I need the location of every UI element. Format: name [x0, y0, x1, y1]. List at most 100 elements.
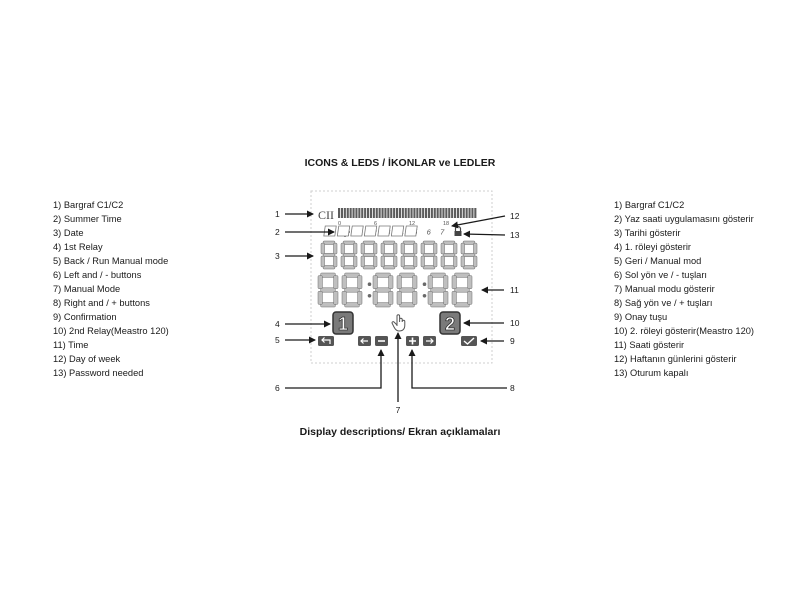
relay-1-indicator: 1 — [332, 311, 354, 335]
time-display — [317, 272, 473, 308]
callout-2: 2 — [275, 227, 280, 237]
legend-tr-item: 11) Saati gösterir — [614, 340, 685, 350]
legend-en-item: 5) Back / Run Manual mode — [53, 256, 169, 266]
bargraph-bar — [349, 208, 352, 218]
bargraph-bar — [430, 208, 433, 218]
legend-tr-item: 12) Haftanın günlerini gösterir — [614, 354, 737, 364]
bargraph-bar — [416, 208, 419, 218]
hand-icon — [391, 314, 406, 332]
diagram-caption: Display descriptions/ Ekran açıklamaları — [299, 426, 501, 438]
legend-tr-item: 4) 1. röleyi gösterir — [614, 242, 691, 252]
relay-1-number: 1 — [338, 314, 348, 334]
legend-tr-item: 5) Geri / Manual mod — [614, 256, 702, 266]
bargraph-bar — [372, 208, 375, 218]
bargraph-bar — [384, 208, 387, 218]
bargraph-bar — [451, 208, 454, 218]
day-box — [323, 225, 337, 237]
callout-7: 7 — [396, 405, 401, 415]
callout-4: 4 — [275, 319, 280, 329]
page-title: ICONS & LEDS / İKONLAR ve LEDLER — [304, 157, 496, 169]
callout-1: 1 — [275, 209, 280, 219]
legend-en-item: 3) Date — [53, 228, 84, 238]
segment-digit — [360, 240, 378, 270]
legend-en-item: 4) 1st Relay — [53, 242, 103, 252]
legend-tr-item: 1) Bargraf C1/C2 — [614, 200, 685, 210]
bargraph-bar — [361, 208, 364, 218]
legend-en-item: 13) Password needed — [53, 368, 144, 378]
bargraph-bar — [355, 208, 358, 218]
day-box — [404, 225, 418, 237]
callout-9: 9 — [510, 336, 515, 346]
legend-en-item: 11) Time — [53, 340, 89, 350]
bargraph-bar — [456, 208, 459, 218]
arrow-left-icon — [358, 336, 371, 346]
callout-13: 13 — [510, 230, 520, 240]
bargraph-bar — [436, 208, 439, 218]
legend-tr-item: 2) Yaz saati uygulamasını gösterir — [614, 214, 754, 224]
arrow-right-icon — [423, 336, 436, 346]
segment-digit — [380, 240, 398, 270]
colon-dot — [367, 293, 372, 298]
bargraph-bar — [471, 208, 474, 218]
bargraph-bar — [404, 208, 407, 218]
day-number: 7 — [440, 228, 445, 237]
bargraph-bar — [369, 208, 372, 218]
bargraph-bar — [433, 208, 436, 218]
bargraph-bar — [346, 208, 349, 218]
bargraph-bar — [413, 208, 416, 218]
bargraph-bar — [459, 208, 462, 218]
segment-digit — [341, 272, 363, 308]
bargraph-bar — [381, 208, 384, 218]
colon-dot — [422, 293, 427, 298]
bargraph-bar — [387, 208, 390, 218]
callout-11: 11 — [510, 285, 519, 295]
legend-tr-item: 10) 2. röleyi gösterir(Meastro 120) — [614, 326, 755, 336]
bargraph-bar — [358, 208, 361, 218]
lcd-frame — [310, 190, 493, 364]
bargraph-bar — [462, 208, 465, 218]
bargraph-bar — [448, 208, 451, 218]
bargraph-bar — [439, 208, 442, 218]
segment-digit — [320, 240, 338, 270]
legend-turkish: 1) Bargraf C1/C2 2) Yaz saati uygulamasın… — [614, 198, 754, 380]
segment-digit — [317, 272, 339, 308]
callout-10: 10 — [510, 318, 520, 328]
segment-digit — [396, 272, 418, 308]
lock-icon — [454, 225, 462, 236]
segment-digit — [372, 272, 394, 308]
bargraph-bar — [454, 208, 457, 218]
legend-tr-item: 3) Tarihi gösterir — [614, 228, 681, 238]
day-box — [363, 225, 378, 237]
legend-tr-item: 9) Onay tuşu — [614, 312, 668, 322]
plus-icon — [406, 336, 419, 346]
callout-6: 6 — [275, 383, 280, 393]
bargraph-bar — [340, 208, 343, 218]
bargraph-bar — [442, 208, 445, 218]
bargraph-bar — [419, 208, 422, 218]
segment-digit — [420, 240, 438, 270]
segment-digit — [460, 240, 478, 270]
bargraph-bar — [396, 208, 399, 218]
colon-dot — [422, 282, 427, 287]
legend-en-item: 8) Right and / + buttons — [53, 298, 150, 308]
bargraph-bar — [427, 208, 430, 218]
bargraph-bar — [407, 208, 410, 218]
day-box — [390, 225, 405, 237]
legend-tr-item: 8) Sağ yön ve / + tuşları — [614, 298, 713, 308]
bargraph-bar — [422, 208, 425, 218]
colon-dot — [367, 282, 372, 287]
relay-2-indicator: 2 — [439, 311, 461, 335]
legend-en-item: 7) Manual Mode — [53, 284, 121, 294]
segment-digit — [427, 272, 449, 308]
bargraph-bar — [390, 208, 393, 218]
legend-en-item: 9) Confirmation — [53, 312, 117, 322]
date-display — [320, 240, 478, 270]
legend-tr-item: 7) Manual modu gösterir — [614, 284, 715, 294]
minus-icon — [375, 336, 388, 346]
segment-digit — [440, 240, 458, 270]
bargraph-bar — [393, 208, 396, 218]
